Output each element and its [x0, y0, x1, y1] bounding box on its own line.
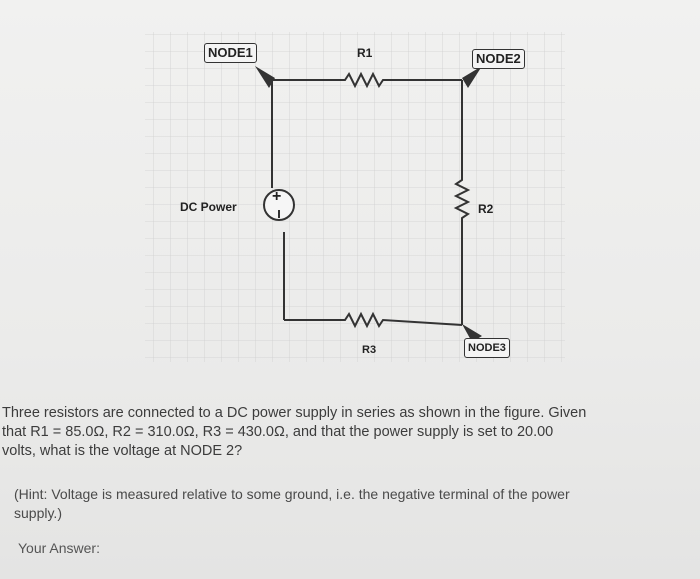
node2-label: NODE2 [472, 49, 525, 69]
resistor-r2 [453, 80, 471, 325]
resistor-r3 [284, 311, 463, 329]
plus-sign: + [272, 188, 282, 205]
r1-label: R1 [357, 46, 373, 60]
hint-line: supply.) [14, 505, 62, 521]
node3-pointer [462, 324, 482, 342]
node2-pointer [462, 66, 482, 88]
grid-background [145, 32, 565, 362]
dc-power-label: DC Power [180, 200, 237, 214]
question-line: volts, what is the voltage at NODE 2? [2, 443, 243, 459]
node1-pointer [255, 66, 275, 88]
dc-power-source [263, 189, 295, 221]
node1-label: NODE1 [204, 43, 257, 63]
question-line: Three resistors are connected to a DC po… [2, 405, 587, 421]
resistor-r1 [272, 71, 462, 89]
circuit-diagram [145, 32, 565, 362]
hint-text: (Hint: Voltage is measured relative to s… [14, 485, 684, 523]
question-line: that R1 = 85.0Ω, R2 = 310.0Ω, R3 = 430.0… [2, 424, 554, 440]
hint-line: (Hint: Voltage is measured relative to s… [14, 486, 570, 502]
answer-label: Your Answer: [18, 540, 100, 556]
answer-input[interactable] [130, 534, 434, 562]
r3-label: R3 [362, 344, 377, 356]
node3-label: NODE3 [464, 338, 510, 358]
question-text: Three resistors are connected to a DC po… [2, 404, 692, 461]
circuit-figure: NODE1 NODE2 NODE3 R1 R2 R3 DC Power + [145, 32, 565, 362]
r2-label: R2 [478, 202, 494, 216]
